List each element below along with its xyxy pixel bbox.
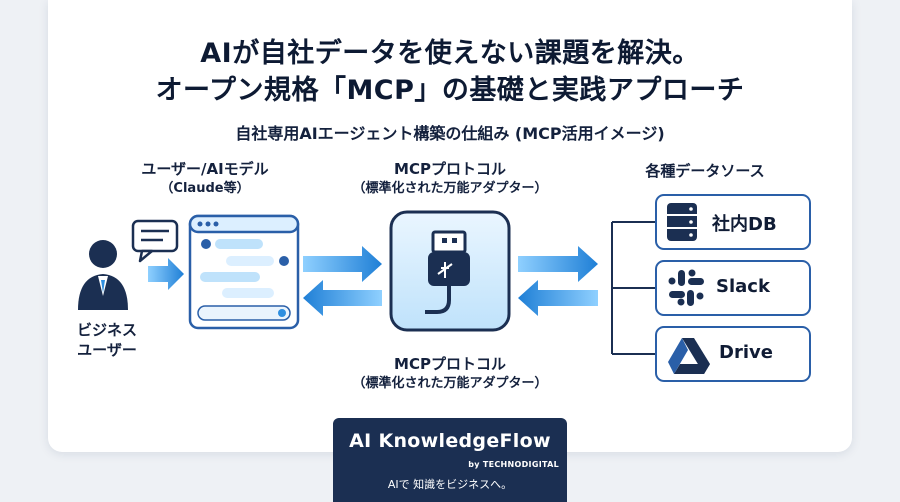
- business-user-line2: ユーザー: [77, 341, 137, 359]
- source-label-slack: Slack: [716, 276, 770, 297]
- hub-to-app-arrow: [303, 280, 382, 316]
- mcp-top-label: MCPプロトコル （標準化された万能アダプター）: [335, 159, 565, 199]
- mcp-bottom-line2: （標準化された万能アダプター）: [352, 376, 548, 391]
- subtitle: 自社専用AIエージェント構築の仕組み (MCP活用イメージ): [235, 124, 665, 143]
- app-to-hub-arrow: [303, 246, 382, 282]
- hub-to-sources-arrow: [518, 246, 598, 282]
- title-line-1: AIが自社データを使えない課題を解決。: [200, 38, 700, 69]
- footer-brand: AI KnowledgeFlow: [349, 430, 551, 452]
- mcp-hub-icon: [389, 210, 511, 332]
- mcp-top-line1: MCPプロトコル: [394, 160, 506, 178]
- sources-heading: 各種データソース: [645, 162, 765, 180]
- sources-connector: [611, 221, 656, 355]
- business-user-icon: [78, 240, 128, 310]
- user-to-app-arrow: [148, 258, 184, 290]
- ai-chat-window: [188, 214, 300, 330]
- slack-icon: [668, 269, 704, 306]
- user-model-label: ユーザー/AIモデル （Claude等）: [120, 159, 290, 199]
- source-label-drive: Drive: [719, 342, 773, 363]
- title-line-2: オープン規格「MCP」の基礎と実践アプローチ: [155, 75, 745, 106]
- speech-bubble-icon: [131, 219, 179, 263]
- user-model-line1: ユーザー/AIモデル: [141, 160, 269, 178]
- database-icon: [667, 203, 697, 241]
- business-user-label: ビジネス ユーザー: [62, 320, 152, 360]
- user-model-line2: （Claude等）: [160, 181, 250, 196]
- footer-tagline: AIで 知識をビジネスへ。: [387, 478, 513, 491]
- footer-brand-block: AI KnowledgeFlow by TECHNODIGITAL AIで 知識…: [333, 418, 567, 502]
- mcp-bottom-line1: MCPプロトコル: [394, 355, 506, 373]
- drive-icon: [668, 338, 710, 374]
- business-user-line1: ビジネス: [76, 321, 137, 339]
- sources-to-hub-arrow: [518, 280, 598, 316]
- mcp-bottom-label: MCPプロトコル （標準化された万能アダプター）: [335, 354, 565, 394]
- mcp-top-line2: （標準化された万能アダプター）: [352, 181, 548, 196]
- source-label-db: 社内DB: [712, 214, 777, 235]
- footer-by: by TECHNODIGITAL: [468, 460, 559, 469]
